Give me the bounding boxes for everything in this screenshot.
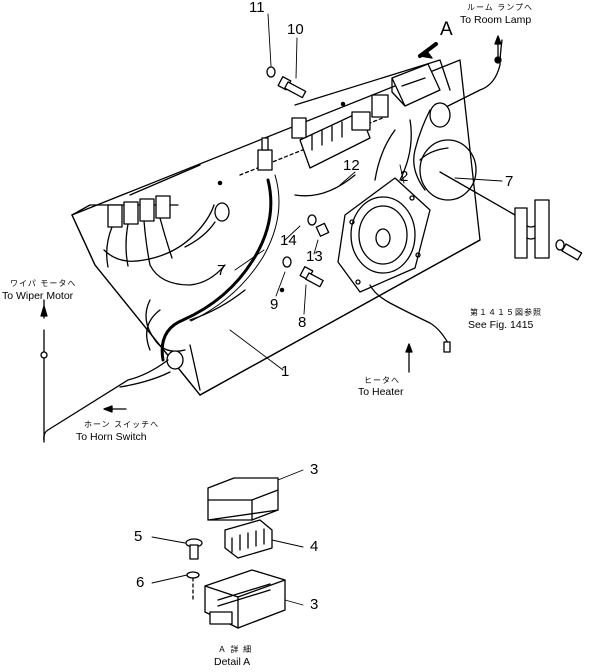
see-fig-en: See Fig. 1415 bbox=[468, 319, 534, 331]
part-label-8: 8 bbox=[298, 314, 307, 331]
relay-group bbox=[257, 94, 389, 171]
part-label-3-top: 3 bbox=[310, 461, 319, 478]
part-label-9: 9 bbox=[270, 296, 279, 313]
part-label-2: 2 bbox=[400, 168, 409, 185]
leader-lines bbox=[229, 13, 503, 371]
main-harness bbox=[145, 174, 280, 370]
horn-switch-jp: ホーン スイッチへ bbox=[84, 420, 160, 429]
part-label-1: 1 bbox=[281, 363, 290, 380]
heater-jp: ヒータへ bbox=[364, 376, 400, 385]
part-label-3-bottom: 3 bbox=[310, 596, 319, 613]
room-lamp-jp: ルーム ランプへ bbox=[467, 3, 534, 12]
heater-en: To Heater bbox=[358, 386, 404, 398]
bolts bbox=[266, 66, 356, 288]
blower-unit bbox=[337, 139, 477, 293]
part-label-7-left: 7 bbox=[217, 262, 226, 279]
part-label-10: 10 bbox=[287, 21, 304, 38]
horn-switch-en: To Horn Switch bbox=[76, 431, 147, 443]
heater-wire bbox=[369, 284, 451, 353]
connector-cluster-left bbox=[103, 195, 230, 286]
see-fig-jp: 第１４１５図参照 bbox=[470, 308, 542, 317]
part-label-5: 5 bbox=[134, 528, 143, 545]
side-fitting bbox=[439, 171, 583, 261]
part-label-14: 14 bbox=[280, 232, 297, 249]
detail-a-en: Detail A bbox=[214, 656, 251, 668]
part-label-13: 13 bbox=[306, 248, 323, 265]
horn-switch-wire bbox=[40, 299, 171, 443]
detail-a bbox=[151, 469, 304, 629]
part-label-6: 6 bbox=[136, 574, 145, 591]
part-label-4: 4 bbox=[310, 538, 319, 555]
detail-a-jp: Ａ 詳 細 bbox=[218, 645, 253, 654]
wiper-motor-en: To Wiper Motor bbox=[2, 290, 74, 302]
part-label-11: 11 bbox=[249, 0, 265, 16]
view-marker-a: A bbox=[440, 19, 453, 40]
room-lamp-en: To Room Lamp bbox=[460, 14, 532, 26]
callout-arrows bbox=[103, 42, 438, 413]
part-label-12: 12 bbox=[343, 157, 360, 174]
part-label-7-right: 7 bbox=[505, 173, 514, 190]
wiper-motor-jp: ワイパ モータへ bbox=[10, 279, 77, 288]
